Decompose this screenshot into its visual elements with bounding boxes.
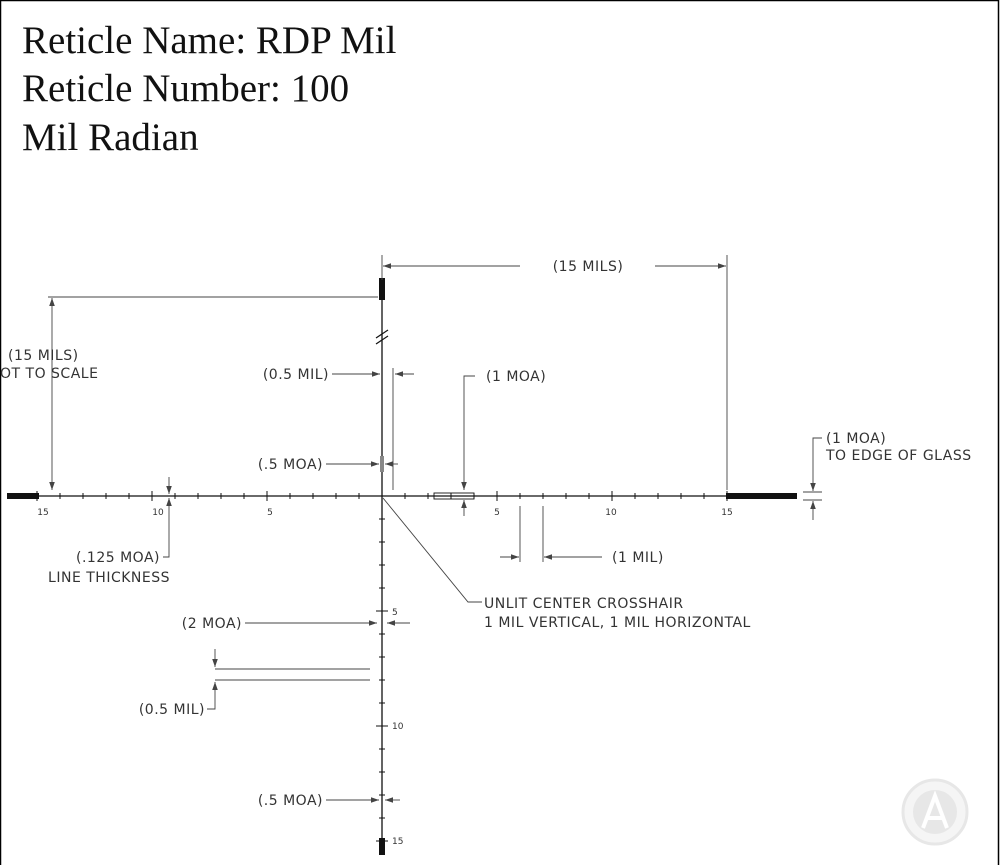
one-mil-label: (1 MIL) <box>612 550 664 566</box>
line-thickness-moa-label: (.125 MOA) <box>76 550 160 566</box>
horizontal-ticks <box>36 491 728 501</box>
scale-label: 15 <box>721 508 732 518</box>
reticle-number-heading: Reticle Number: 100 <box>22 67 350 110</box>
scale-label: 15 <box>37 508 48 518</box>
leader-line <box>163 498 172 558</box>
bottom-thick-post <box>379 838 385 855</box>
break-mark <box>375 329 389 339</box>
watermark-logo <box>901 778 969 846</box>
dimension-lines <box>48 255 822 803</box>
half-moa-top-label: (.5 MOA) <box>258 457 323 473</box>
center-crosshair-detail: 1 MIL VERTICAL, 1 MIL HORIZONTAL <box>484 615 751 631</box>
leader-line <box>810 437 822 491</box>
half-mil-bottom-label: (0.5 MIL) <box>139 702 205 718</box>
scale-label: 15 <box>392 837 403 847</box>
vertical-ticks <box>376 518 388 842</box>
top-thick-post <box>379 278 385 300</box>
reticle-name-heading: Reticle Name: RDP Mil <box>22 19 397 62</box>
horizontal-scale-labels: 15 10 5 5 10 15 <box>37 508 732 518</box>
unit-heading: Mil Radian <box>22 116 199 159</box>
one-moa-label: (1 MOA) <box>486 369 546 385</box>
left-thick-post <box>7 493 39 499</box>
scale-label: 10 <box>605 508 617 518</box>
leader-line <box>207 682 218 710</box>
upper-hold-dot <box>380 456 384 472</box>
vertical-scale-labels: 5 10 15 <box>392 608 404 847</box>
scale-label: 10 <box>392 722 404 732</box>
right-thick-post <box>726 493 797 499</box>
break-mark <box>375 335 389 345</box>
leader-line <box>461 375 475 490</box>
dimension-labels: (15 MILS) (15 MILS) OT TO SCALE (0.5 MIL… <box>0 259 972 809</box>
line-thickness-label: LINE THICKNESS <box>48 570 170 586</box>
scale-label: 5 <box>267 508 273 518</box>
scale-label: 5 <box>392 608 398 618</box>
not-to-scale-label: OT TO SCALE <box>0 366 98 382</box>
half-mil-top-label: (0.5 MIL) <box>263 367 329 383</box>
scale-label: 5 <box>494 508 500 518</box>
edge-moa-label: (1 MOA) <box>826 431 886 447</box>
leader-line <box>382 497 482 603</box>
edge-of-glass-label: TO EDGE OF GLASS <box>825 448 972 464</box>
top-span-label: (15 MILS) <box>553 259 624 275</box>
reticle-crosshair <box>7 278 797 855</box>
scale-label: 10 <box>152 508 164 518</box>
two-moa-label: (2 MOA) <box>182 616 242 632</box>
left-span-label: (15 MILS) <box>8 348 79 364</box>
half-moa-bottom-label: (.5 MOA) <box>258 793 323 809</box>
center-crosshair-label: UNLIT CENTER CROSSHAIR <box>484 596 684 612</box>
